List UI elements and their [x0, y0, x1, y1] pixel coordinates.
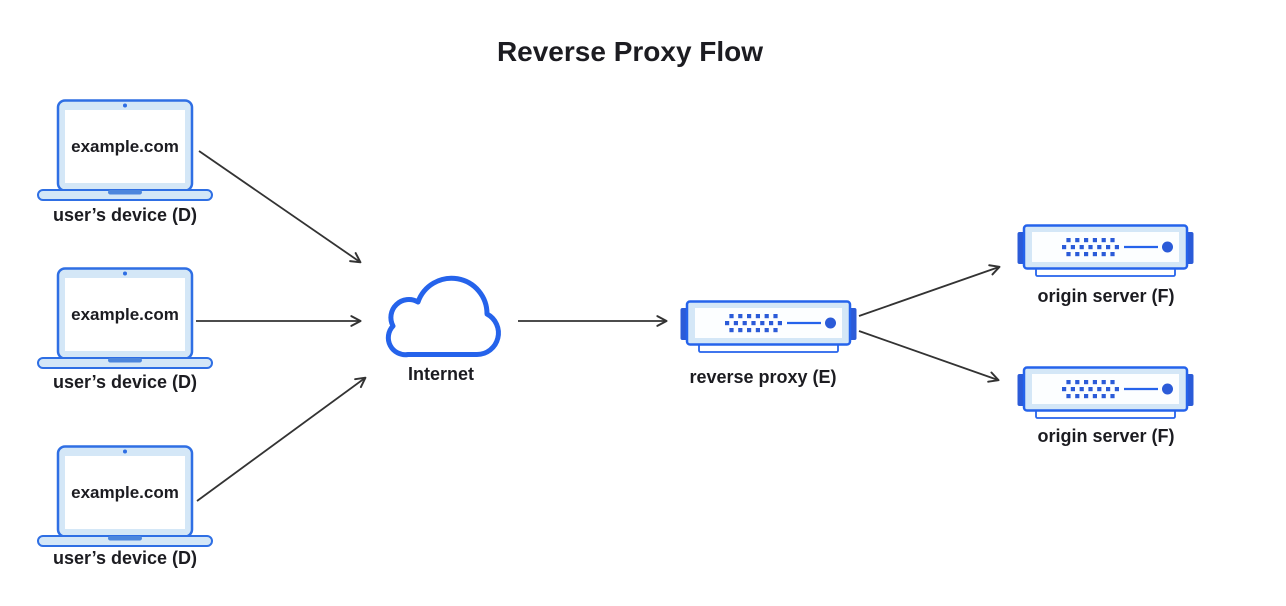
origin-server-2-icon	[1016, 366, 1195, 420]
user-device-3-label: user’s device (D)	[52, 548, 198, 568]
internet-label: Internet	[407, 364, 474, 384]
arrow-reverse-proxy-to-origin-2	[858, 330, 1000, 383]
cloud-outline	[385, 275, 501, 358]
device-1-screen-url: example.com	[71, 137, 179, 156]
origin-server-1-icon	[1016, 224, 1195, 278]
reverse-proxy-icon	[679, 300, 858, 354]
user-device-1-label: user’s device (D)	[52, 205, 198, 225]
internet-cloud-icon	[385, 275, 501, 358]
origin-server-1-label: origin server (F)	[1037, 286, 1175, 306]
reverse-proxy-label: reverse proxy (E)	[689, 367, 837, 387]
device-3-screen-url: example.com	[71, 483, 179, 502]
origin-server-2-label: origin server (F)	[1037, 426, 1175, 446]
user-device-1-icon: example.com	[36, 99, 214, 202]
user-device-2-label: user’s device (D)	[52, 372, 198, 392]
user-device-2-icon: example.com	[36, 267, 214, 370]
arrow-reverse-proxy-to-origin-1	[858, 264, 1001, 317]
arrow-device-1-to-internet	[198, 150, 362, 264]
diagram-title: Reverse Proxy Flow	[496, 36, 764, 67]
arrow-device-3-to-internet	[196, 376, 367, 502]
user-device-3-icon: example.com	[36, 445, 214, 548]
device-2-screen-url: example.com	[71, 305, 179, 324]
